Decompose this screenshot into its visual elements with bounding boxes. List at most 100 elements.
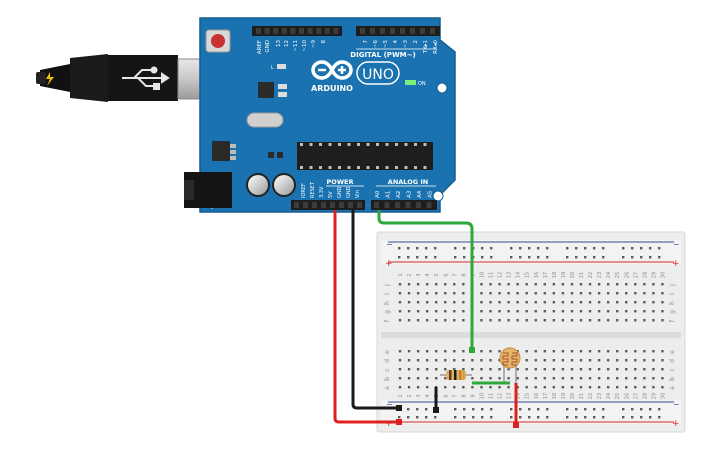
rail-hole[interactable] xyxy=(490,408,493,411)
header-pin[interactable] xyxy=(405,202,411,208)
strip-hole[interactable] xyxy=(616,292,619,295)
strip-hole[interactable] xyxy=(462,283,465,286)
strip-hole[interactable] xyxy=(398,350,402,353)
strip-hole[interactable] xyxy=(588,283,592,286)
strip-hole[interactable] xyxy=(507,310,510,313)
rail-hole[interactable] xyxy=(593,247,596,250)
strip-hole[interactable] xyxy=(425,350,429,353)
strip-hole[interactable] xyxy=(625,310,628,313)
strip-hole[interactable] xyxy=(634,350,637,353)
rail-hole[interactable] xyxy=(463,256,466,259)
strip-hole[interactable] xyxy=(444,386,447,389)
strip-hole[interactable] xyxy=(588,319,592,322)
header-pin[interactable] xyxy=(416,202,421,208)
strip-hole[interactable] xyxy=(625,386,628,389)
strip-hole[interactable] xyxy=(480,368,483,371)
strip-hole[interactable] xyxy=(489,319,492,322)
strip-hole[interactable] xyxy=(398,301,402,304)
strip-hole[interactable] xyxy=(398,292,402,295)
strip-hole[interactable] xyxy=(570,359,574,362)
strip-hole[interactable] xyxy=(625,292,628,295)
strip-hole[interactable] xyxy=(652,292,655,295)
strip-hole[interactable] xyxy=(543,386,546,389)
strip-hole[interactable] xyxy=(552,386,556,389)
strip-hole[interactable] xyxy=(661,350,664,353)
rail-hole[interactable] xyxy=(584,408,587,411)
strip-hole[interactable] xyxy=(516,283,519,286)
strip-hole[interactable] xyxy=(425,301,429,304)
strip-hole[interactable] xyxy=(507,292,510,295)
strip-hole[interactable] xyxy=(525,319,528,322)
strip-hole[interactable] xyxy=(570,377,574,380)
strip-hole[interactable] xyxy=(507,368,510,371)
wire-gnd-black[interactable] xyxy=(351,210,400,410)
strip-hole[interactable] xyxy=(498,368,501,371)
strip-hole[interactable] xyxy=(634,368,637,371)
strip-hole[interactable] xyxy=(643,310,646,313)
strip-hole[interactable] xyxy=(606,310,610,313)
strip-hole[interactable] xyxy=(453,386,456,389)
rail-hole[interactable] xyxy=(519,247,522,250)
strip-hole[interactable] xyxy=(471,359,474,362)
strip-hole[interactable] xyxy=(579,283,583,286)
strip-hole[interactable] xyxy=(625,283,628,286)
strip-hole[interactable] xyxy=(634,319,637,322)
rail-hole[interactable] xyxy=(602,247,605,250)
usb-cable[interactable] xyxy=(36,54,211,102)
strip-hole[interactable] xyxy=(543,283,546,286)
rail-hole[interactable] xyxy=(622,256,625,259)
rail-hole[interactable] xyxy=(416,416,419,419)
strip-hole[interactable] xyxy=(398,368,402,371)
strip-hole[interactable] xyxy=(480,301,483,304)
rail-hole[interactable] xyxy=(434,256,437,259)
strip-hole[interactable] xyxy=(480,283,483,286)
rail-hole[interactable] xyxy=(425,256,428,259)
header-pin[interactable] xyxy=(380,28,385,34)
rail-hole[interactable] xyxy=(519,416,522,419)
strip-hole[interactable] xyxy=(435,359,438,362)
rail-hole[interactable] xyxy=(649,247,652,250)
strip-hole[interactable] xyxy=(570,292,574,295)
rail-hole[interactable] xyxy=(546,408,549,411)
strip-hole[interactable] xyxy=(444,283,447,286)
strip-hole[interactable] xyxy=(462,368,465,371)
strip-hole[interactable] xyxy=(625,359,628,362)
strip-hole[interactable] xyxy=(435,283,438,286)
header-pin[interactable] xyxy=(400,28,405,34)
strip-hole[interactable] xyxy=(661,301,664,304)
strip-hole[interactable] xyxy=(570,283,574,286)
strip-hole[interactable] xyxy=(579,301,583,304)
rail-hole[interactable] xyxy=(640,408,643,411)
strip-hole[interactable] xyxy=(516,301,519,304)
strip-hole[interactable] xyxy=(453,359,456,362)
wire-5v-red[interactable] xyxy=(333,210,400,424)
header-pin[interactable] xyxy=(299,28,304,34)
strip-hole[interactable] xyxy=(561,386,565,389)
power-pin-header[interactable] xyxy=(291,200,365,210)
strip-hole[interactable] xyxy=(435,319,438,322)
strip-hole[interactable] xyxy=(489,359,492,362)
rail-hole[interactable] xyxy=(575,247,578,250)
rail-hole[interactable] xyxy=(481,247,484,250)
strip-hole[interactable] xyxy=(643,292,646,295)
rail-hole[interactable] xyxy=(398,416,401,419)
strip-hole[interactable] xyxy=(489,386,492,389)
strip-hole[interactable] xyxy=(561,283,565,286)
strip-hole[interactable] xyxy=(606,283,610,286)
rail-hole[interactable] xyxy=(454,416,457,419)
rail-hole[interactable] xyxy=(407,416,410,419)
header-pin[interactable] xyxy=(395,202,400,208)
strip-hole[interactable] xyxy=(453,292,456,295)
breadboard[interactable]: − − + + − − + + 112233445566778899101011… xyxy=(376,231,686,433)
strip-hole[interactable] xyxy=(435,292,438,295)
strip-hole[interactable] xyxy=(561,310,565,313)
rail-hole[interactable] xyxy=(398,256,401,259)
rail-hole[interactable] xyxy=(631,408,634,411)
rail-hole[interactable] xyxy=(640,247,643,250)
strip-hole[interactable] xyxy=(407,350,411,353)
rail-hole[interactable] xyxy=(658,247,661,250)
strip-hole[interactable] xyxy=(579,319,583,322)
header-pin[interactable] xyxy=(374,202,379,208)
strip-hole[interactable] xyxy=(471,386,474,389)
strip-hole[interactable] xyxy=(543,292,546,295)
